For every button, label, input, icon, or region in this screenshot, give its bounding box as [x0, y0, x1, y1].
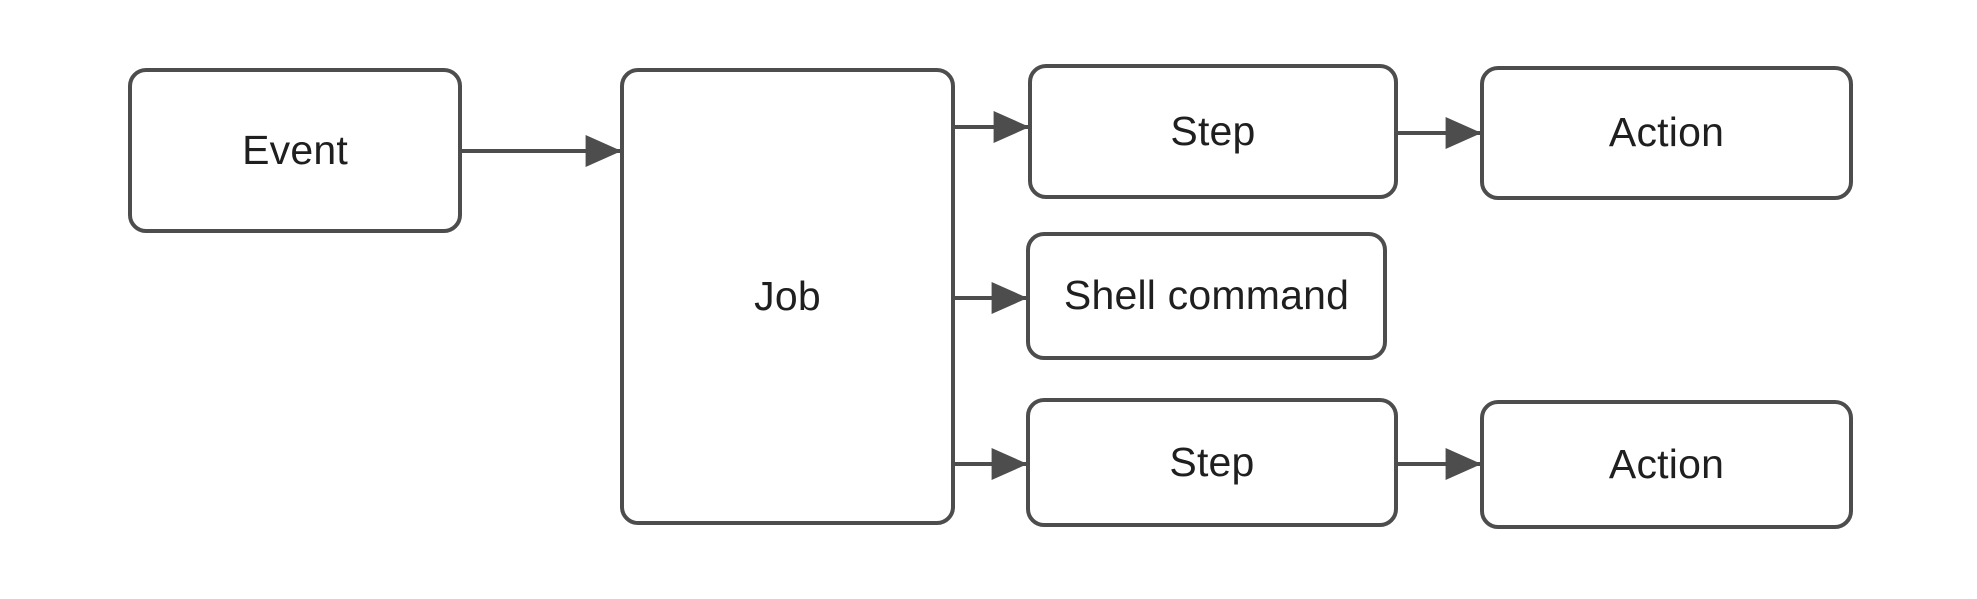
- node-step-bottom-label: Step: [1169, 438, 1255, 485]
- node-job[interactable]: Job: [620, 68, 955, 525]
- node-job-label: Job: [754, 272, 821, 319]
- node-shell-command-label: Shell command: [1063, 272, 1350, 319]
- node-shell-command[interactable]: Shell command: [1026, 232, 1387, 360]
- node-action-bottom[interactable]: Action: [1480, 400, 1853, 529]
- node-action-top[interactable]: Action: [1480, 66, 1853, 200]
- node-step-top[interactable]: Step: [1028, 64, 1398, 199]
- node-event-label: Event: [242, 126, 348, 173]
- node-action-top-label: Action: [1608, 109, 1725, 156]
- node-step-bottom[interactable]: Step: [1026, 398, 1398, 527]
- node-event[interactable]: Event: [128, 68, 462, 233]
- node-action-bottom-label: Action: [1608, 440, 1725, 487]
- node-step-top-label: Step: [1170, 107, 1256, 154]
